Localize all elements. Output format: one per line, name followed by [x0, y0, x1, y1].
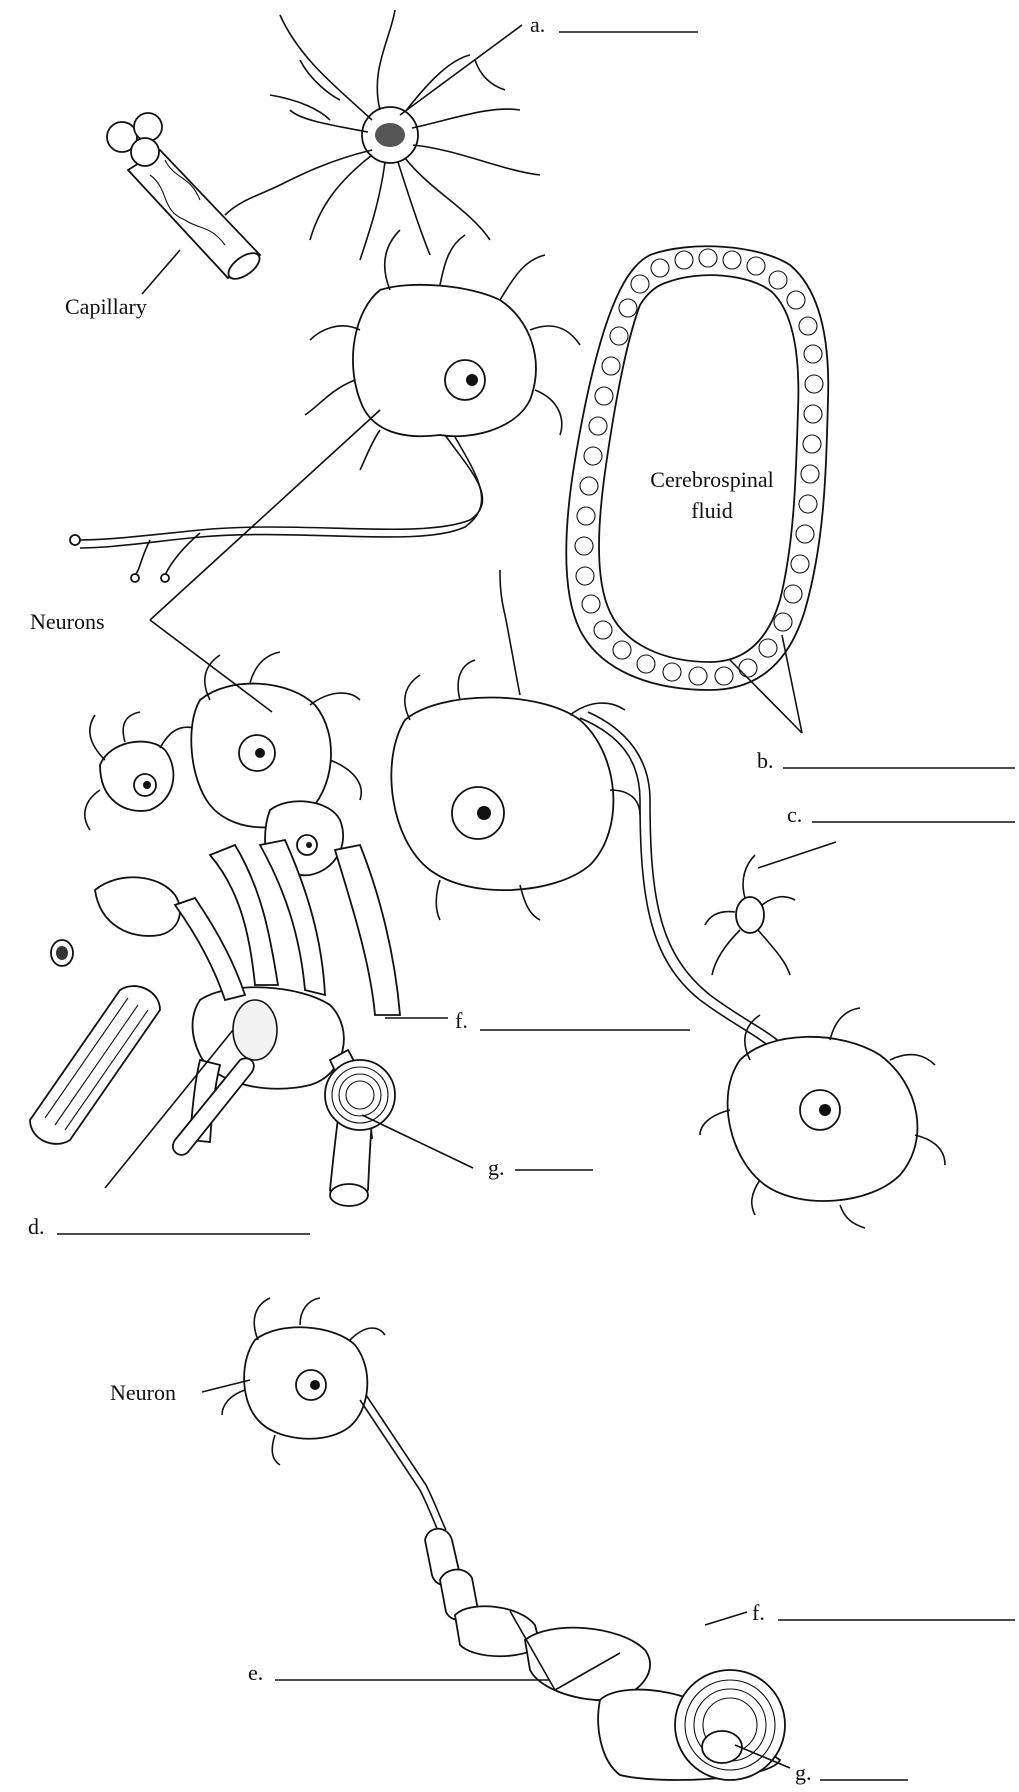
microglia-drawing	[705, 855, 795, 975]
label-c: c.	[787, 802, 1015, 827]
neuron-right-drawing	[700, 1008, 945, 1228]
capillary-drawing	[107, 113, 264, 284]
label-a-text: a.	[530, 12, 545, 37]
csf-label-line2: fluid	[691, 498, 733, 523]
label-d: d.	[28, 1214, 310, 1239]
label-g-top-text: g.	[488, 1155, 505, 1180]
label-f-top: f.	[455, 1008, 690, 1033]
label-c-text: c.	[787, 802, 802, 827]
label-e: e.	[248, 1660, 550, 1685]
csf-label-line1: Cerebrospinal	[650, 467, 773, 492]
label-d-text: d.	[28, 1214, 45, 1239]
label-f-bottom-text: f.	[752, 1600, 765, 1625]
label-b-text: b.	[757, 748, 774, 773]
label-a: a.	[530, 12, 698, 37]
neuron-top-drawing	[70, 230, 580, 582]
capillary-label: Capillary	[65, 294, 147, 319]
neuron-bottom-drawing	[222, 1298, 446, 1535]
label-e-text: e.	[248, 1660, 263, 1685]
neurons-label: Neurons	[30, 609, 105, 634]
label-f-bottom: f.	[752, 1600, 1015, 1625]
neuron-label: Neuron	[110, 1380, 176, 1405]
label-g-bottom-text: g.	[795, 1760, 812, 1785]
myelinated-axon-drawing	[425, 1529, 785, 1780]
label-g-top: g.	[488, 1155, 593, 1180]
label-f-top-text: f.	[455, 1008, 468, 1033]
csf-cavity-drawing: Cerebrospinal fluid	[566, 246, 828, 690]
label-g-bottom: g.	[795, 1760, 908, 1785]
label-b: b.	[757, 748, 1015, 773]
